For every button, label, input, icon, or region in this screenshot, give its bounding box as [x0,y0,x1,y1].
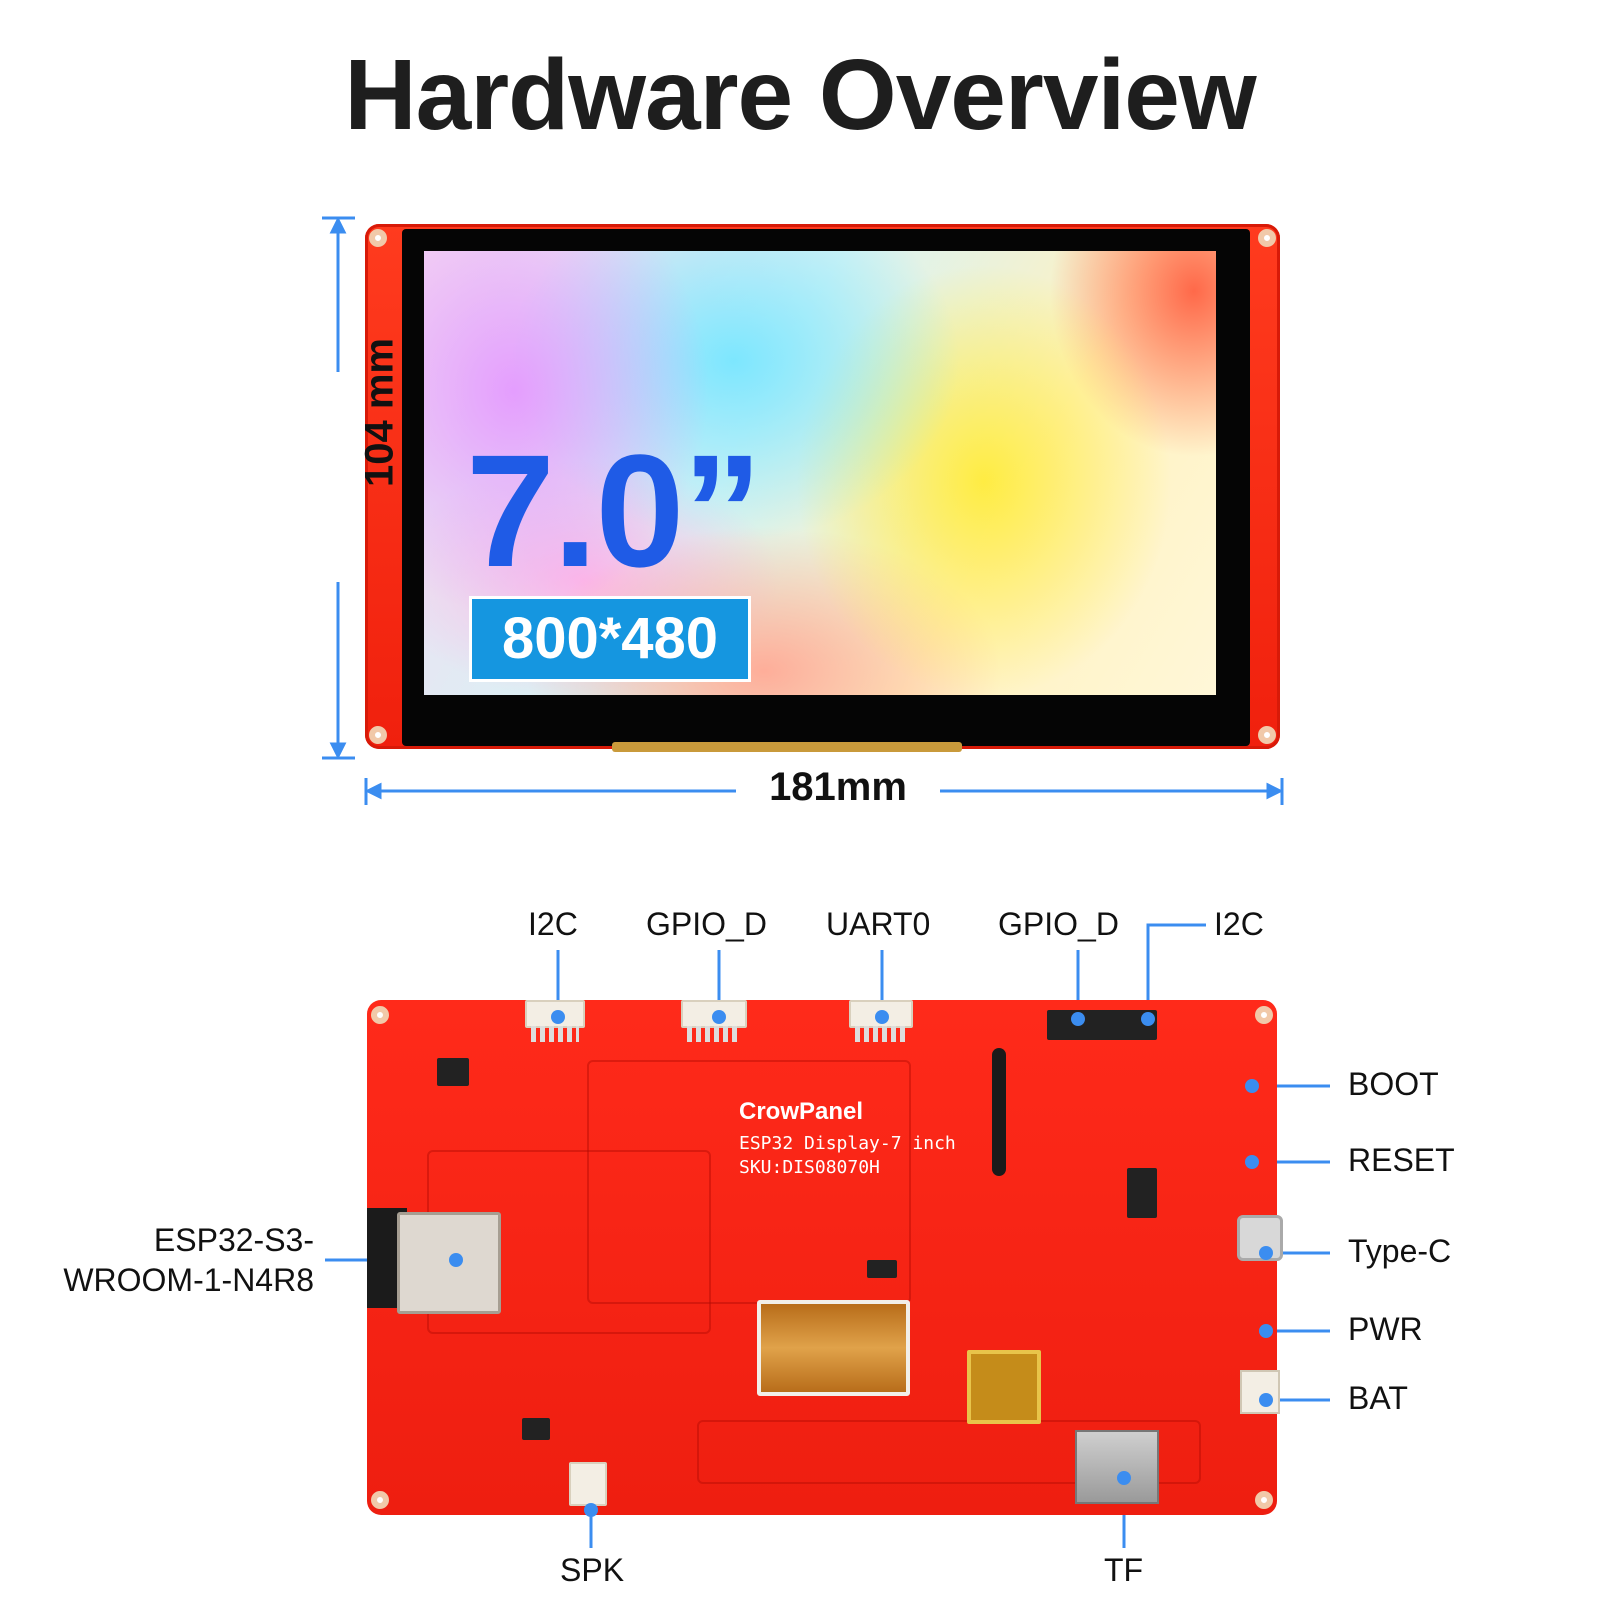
display-front-board: 7.0” 800*480 [365,224,1280,752]
callout-dot [1259,1246,1273,1260]
label-tf: TF [1104,1552,1144,1588]
label-boot: BOOT [1348,1066,1439,1102]
mount-hole [1255,1491,1273,1509]
callout-dot [1141,1012,1155,1026]
callout-dot [712,1010,726,1024]
label-spk: SPK [560,1552,625,1588]
display-screen: 7.0” 800*480 [424,251,1216,695]
label-esp32-line2: WROOM-1-N4R8 [63,1262,314,1298]
label-gpio-d-left: GPIO_D [646,906,767,942]
tf-card-slot [1075,1430,1159,1504]
callout-dot [1259,1324,1273,1338]
callout-dot [1071,1012,1085,1026]
label-i2c-right: I2C [1214,906,1264,942]
screen-size-text: 7.0” [466,421,762,600]
pcb-trace [697,1420,1201,1484]
label-esp32-line1: ESP32-S3- [153,1222,314,1258]
ic-chip [1127,1168,1157,1218]
height-dimension-label: 104 mm [357,338,402,487]
touch-controller [967,1350,1041,1424]
width-dimension-label: 181mm [769,765,907,809]
pcb-trace [587,1060,911,1304]
callout-dot [875,1010,889,1024]
callout-dot [584,1503,598,1517]
speaker-connector [569,1462,607,1506]
gpio-i2c-header [1047,1010,1157,1040]
label-gpio-d-right: GPIO_D [998,906,1119,942]
label-reset: RESET [1348,1142,1455,1178]
flex-cable-tab [612,742,962,752]
ribbon-cable [992,1048,1006,1176]
page-title: Hardware Overview [344,39,1256,151]
label-pwr: PWR [1348,1311,1423,1347]
label-uart0: UART0 [826,906,931,942]
ic-chip [867,1260,897,1278]
label-bat: BAT [1348,1380,1408,1416]
callout-dot [1259,1393,1273,1407]
mount-hole [1255,1006,1273,1024]
callout-dot [1117,1471,1131,1485]
mount-hole [369,229,387,247]
ic-chip [522,1418,550,1440]
resolution-badge: 800*480 [472,599,748,679]
callout-dot [1245,1079,1259,1093]
board-sku-text: SKU:DIS08070H [739,1157,880,1178]
label-i2c-left: I2C [528,906,578,942]
callout-dot [1245,1155,1259,1169]
mount-hole [371,1006,389,1024]
type-c-port [1237,1215,1283,1261]
mount-hole [1258,229,1276,247]
callout-dot [449,1253,463,1267]
mount-hole [371,1491,389,1509]
label-type-c: Type-C [1348,1233,1452,1269]
ic-chip [437,1058,469,1086]
display-back-board: CrowPanel ESP32 Display-7 inch SKU:DIS08… [367,1000,1283,1515]
display-bezel: 7.0” 800*480 [402,229,1250,752]
battery-connector [1240,1370,1280,1414]
mount-hole [369,726,387,744]
board-silkscreen: ESP32 Display-7 inch SKU:DIS08070H [739,1132,956,1180]
fpc-connector [757,1300,910,1396]
callout-dot [551,1010,565,1024]
board-logo: CrowPanel [739,1098,864,1125]
board-model-text: ESP32 Display-7 inch [739,1133,956,1154]
mount-hole [1258,726,1276,744]
